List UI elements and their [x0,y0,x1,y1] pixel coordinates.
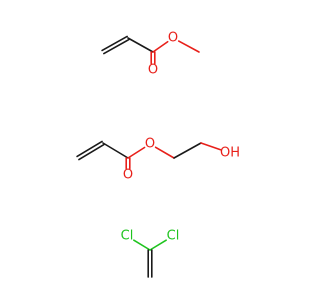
bond-single [149,239,167,251]
bond-double-b [76,140,103,158]
atom-label-oh: OH [220,146,240,161]
atom-label-o: O [168,31,178,46]
atom-label-cl: Cl [121,229,134,244]
molecule-methyl-acrylate: OO [101,31,200,78]
bond-double-a [103,38,130,55]
atom-label-cl: Cl [167,229,180,244]
bond-single [200,142,222,151]
molecule-hydroxyethyl-acrylate: O O OH [76,137,240,183]
bond-double-a [78,143,105,161]
bond-single [102,142,129,159]
bond-single [133,239,151,251]
molecule-vinylidene-chloride: Cl Cl [121,229,180,278]
bond-single [127,37,154,53]
atom-label-o: O [145,137,155,152]
atom-label-o: O [148,63,158,78]
bond-double-b [101,35,128,52]
bond-single [173,142,202,159]
bond-single [177,40,200,53]
bond-single [127,146,146,159]
atom-label-o: O [123,168,133,183]
bond-single [152,40,169,53]
bond-single [154,146,175,159]
